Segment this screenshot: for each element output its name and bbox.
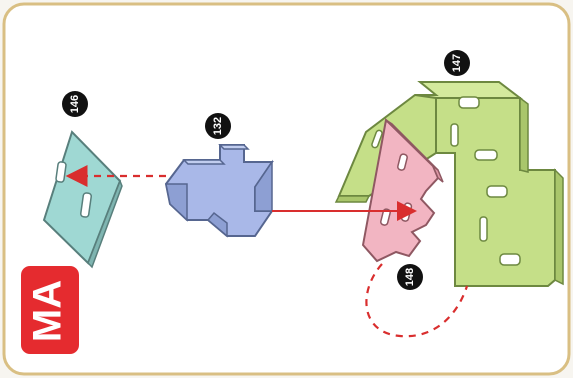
slot-icon: [80, 192, 92, 218]
slot-icon: [479, 216, 488, 242]
callout-147: 147: [444, 50, 470, 76]
callout-132: 132: [205, 113, 231, 139]
slot-icon: [55, 161, 67, 183]
slot-icon: [371, 129, 383, 149]
callout-146-label: 146: [69, 95, 81, 113]
slot-icon: [474, 149, 498, 161]
slot-icon: [458, 96, 480, 109]
callout-148-label: 148: [404, 268, 416, 286]
part-148-plate: [361, 117, 444, 263]
slot-icon: [380, 208, 391, 226]
brand-badge-text: MA: [26, 280, 70, 342]
callout-147-label: 147: [451, 54, 463, 72]
slot-icon: [486, 185, 508, 198]
brand-badge: MA: [21, 266, 79, 354]
dashed-red-curve-148-to-147: [365, 263, 469, 338]
callout-132-label: 132: [212, 117, 224, 135]
callout-148: 148: [397, 264, 423, 290]
slot-icon: [450, 123, 459, 147]
slot-icon: [499, 253, 521, 266]
part-146-panel: [42, 130, 123, 269]
part-132-connector: [164, 144, 274, 238]
callout-146: 146: [62, 91, 88, 117]
slot-icon: [397, 153, 408, 171]
